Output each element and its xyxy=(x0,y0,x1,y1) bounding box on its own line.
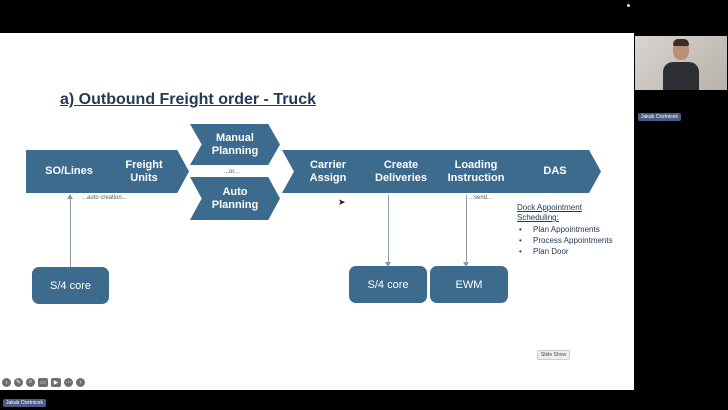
step-manual-planning: Manual Planning xyxy=(190,124,280,165)
connector-so-lines xyxy=(70,199,71,267)
note-or: ...or... xyxy=(224,169,240,175)
cc-icon[interactable]: ▭ xyxy=(38,378,48,387)
step-das: DAS xyxy=(509,150,601,193)
step-create-deliveries: Create Deliveries xyxy=(355,150,447,193)
person-body xyxy=(663,62,699,90)
person-hair xyxy=(673,39,689,46)
indicator-dot xyxy=(627,4,630,7)
participant-video xyxy=(635,36,727,90)
presentation-slide: a) Outbound Freight order - Truck SO/Lin… xyxy=(0,33,634,390)
zoom-icon[interactable]: ⌕ xyxy=(26,378,35,387)
video-icon[interactable]: ▶ xyxy=(51,378,61,387)
arrow-down-icon xyxy=(463,262,469,267)
mouse-cursor-icon: ➤ xyxy=(338,197,346,207)
das-item-process-appointments: Process Appointments xyxy=(517,235,617,246)
connector-create-deliveries xyxy=(388,195,389,262)
step-carrier-assign: Carrier Assign xyxy=(282,150,374,193)
back-icon[interactable]: ‹ xyxy=(2,378,11,387)
arrow-down-icon xyxy=(385,262,391,267)
forward-icon[interactable]: › xyxy=(76,378,85,387)
system-s4-core-left: S/4 core xyxy=(32,267,109,304)
system-ewm: EWM xyxy=(430,266,508,303)
presentation-toolbar: ‹ ✎ ⌕ ▭ ▶ ⋯ › xyxy=(2,378,85,387)
note-send: ...send... xyxy=(469,195,493,201)
participant-name-tag: Jakub Ctvrtnicek xyxy=(638,113,681,121)
arrow-up-icon xyxy=(67,194,73,199)
pen-icon[interactable]: ✎ xyxy=(14,378,23,387)
bottom-name-tag: Jakub Ctvrtnicek xyxy=(3,399,46,407)
step-loading-instruction: Loading Instruction xyxy=(428,150,524,193)
connector-loading-instruction xyxy=(466,195,467,262)
more-icon[interactable]: ⋯ xyxy=(64,378,73,387)
das-list: Plan Appointments Process Appointments P… xyxy=(517,224,617,257)
note-auto-creation: ...auto creation... xyxy=(82,195,127,201)
slide-title: a) Outbound Freight order - Truck xyxy=(60,91,316,108)
das-heading: Dock Appointment Scheduling: xyxy=(517,203,582,222)
step-so-lines: SO/Lines xyxy=(26,150,112,193)
das-item-plan-appointments: Plan Appointments xyxy=(517,224,617,235)
step-freight-units: Freight Units xyxy=(99,150,189,193)
step-auto-planning: Auto Planning xyxy=(190,177,280,220)
system-s4-core-right: S/4 core xyxy=(349,266,427,303)
slide-show-button[interactable]: Slide Show xyxy=(537,350,571,360)
das-item-plan-door: Plan Door xyxy=(517,246,617,257)
